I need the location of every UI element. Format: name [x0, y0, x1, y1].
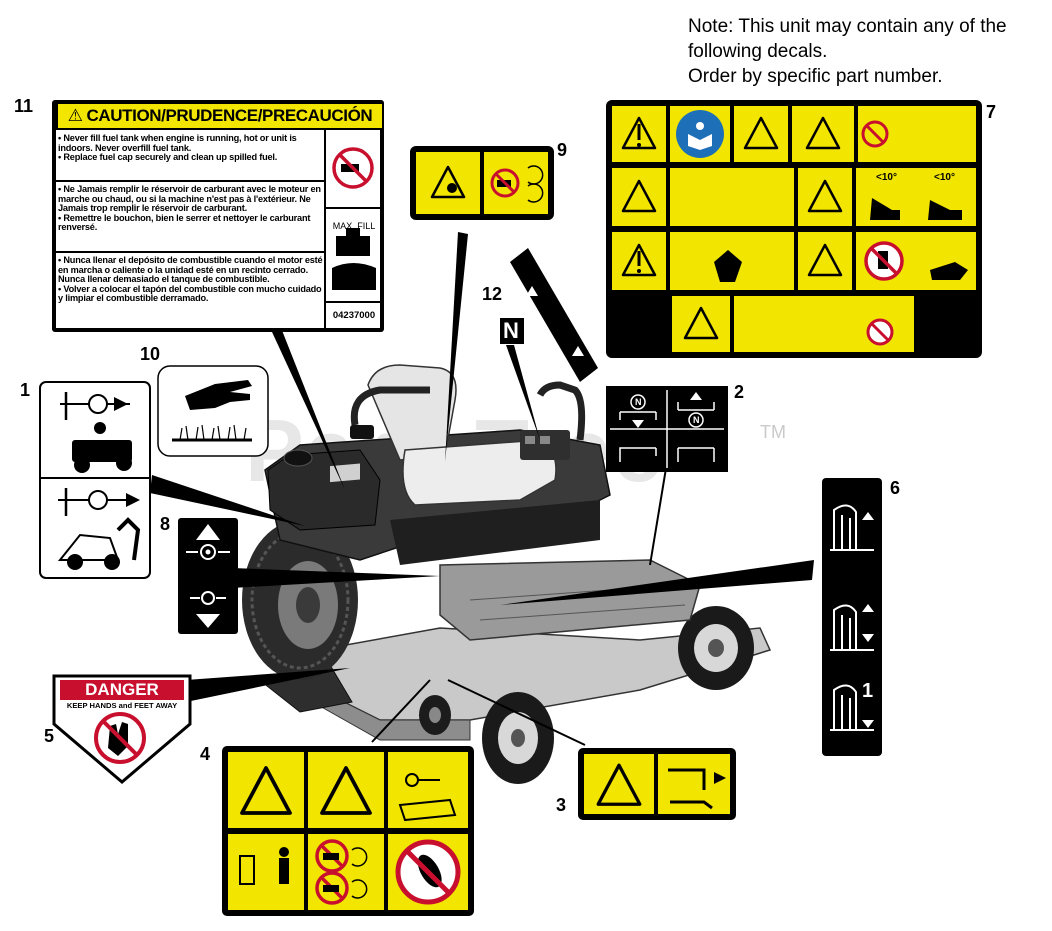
callout-1: 1 — [20, 380, 31, 400]
callout-4: 4 — [200, 744, 211, 764]
decal-11-max-fill: MAX. FILL — [332, 221, 376, 231]
callout-11: 11 — [14, 96, 34, 116]
callout-2: 2 — [734, 382, 745, 402]
decal-8 — [178, 518, 238, 634]
decal-11 — [52, 100, 384, 332]
decal-11-title: ⚠ CAUTION/PRUDENCE/PRECAUCIÓN — [58, 104, 382, 128]
mower-illustration — [242, 364, 772, 784]
callout-7: 7 — [986, 102, 997, 122]
callout-6: 6 — [890, 478, 901, 498]
decal-4 — [222, 746, 474, 916]
callout-9: 9 — [557, 140, 568, 160]
decal-9 — [410, 146, 554, 220]
decal-1 — [39, 381, 151, 579]
callout-3: 3 — [556, 795, 567, 815]
callout-8: 8 — [160, 514, 171, 534]
callout-5: 5 — [44, 726, 55, 746]
decal-11-title-text: CAUTION/PRUDENCE/PRECAUCIÓN — [86, 106, 373, 125]
note-text: Note: This unit may contain any of the f… — [688, 16, 1007, 87]
decal-11-french: • Ne Jamais remplir le réservoir de carb… — [58, 184, 321, 233]
leader-lines — [150, 232, 814, 746]
callout-10: 10 — [140, 344, 161, 364]
decal-2 — [606, 386, 728, 472]
decal-6-level: 1 — [862, 680, 874, 702]
warning-icon: ⚠ — [67, 106, 83, 125]
decal-10 — [157, 365, 269, 457]
decal-7-slope-2: <10° — [934, 172, 955, 183]
decal-3 — [578, 748, 736, 820]
decal-5-subtitle: KEEP HANDS and FEET AWAY — [66, 701, 178, 710]
decal-5-title: DANGER — [60, 680, 184, 700]
trademark: TM — [760, 422, 786, 442]
decal-11-part-number: 04237000 — [332, 310, 376, 321]
decal-6 — [822, 478, 882, 756]
decal-7-slope-1: <10° — [876, 172, 897, 183]
decal-2-neutral-2: N — [693, 415, 700, 425]
decal-2-neutral-1: N — [635, 397, 642, 407]
decal-11-spanish: • Nunca llenar el depósito de combustibl… — [58, 255, 323, 304]
callout-12: 12 — [482, 284, 503, 304]
decal-12 — [500, 248, 598, 382]
decal-7 — [606, 100, 982, 358]
decal-11-english: • Never fill fuel tank when engine is ru… — [58, 133, 297, 163]
decal-12-neutral: N — [503, 318, 519, 343]
